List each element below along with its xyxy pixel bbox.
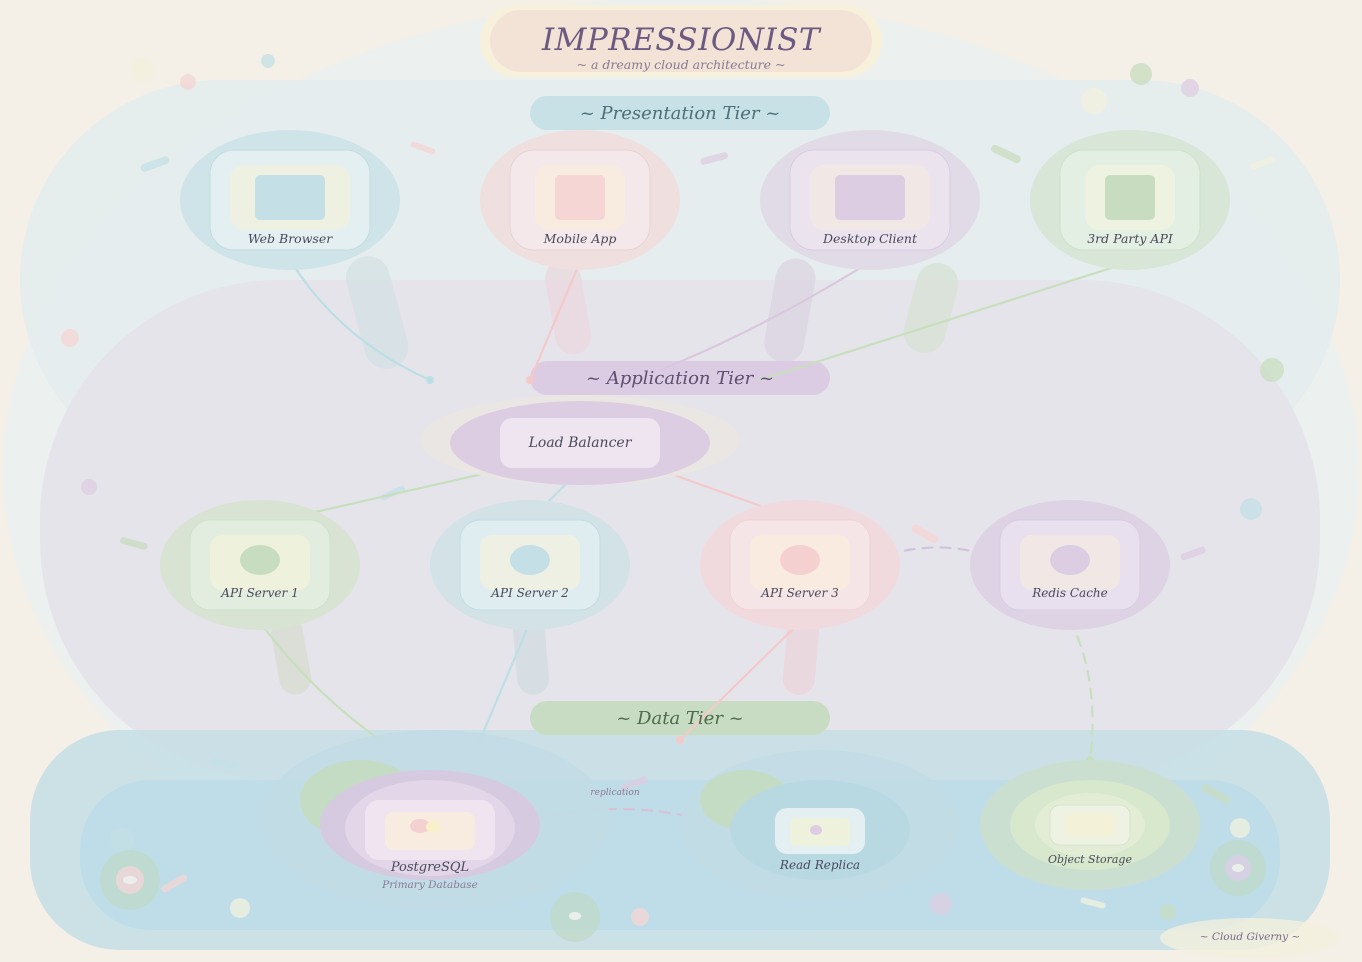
replica-icon: [810, 825, 822, 835]
server-icon: [510, 545, 550, 575]
server-icon: [240, 545, 280, 575]
desktop-client-label: Desktop Client: [823, 231, 917, 246]
node-api-server-1[interactable]: [160, 500, 360, 630]
desktop-icon: [835, 175, 905, 220]
connector-redis-storage: [1068, 618, 1094, 762]
cache-icon: [1050, 545, 1090, 575]
connector-api1-db: [258, 620, 382, 742]
monitor-icon: [255, 175, 325, 220]
connector-third-party-api: [758, 260, 1132, 382]
bucket-icon: [1065, 813, 1115, 837]
web-browser-label: Web Browser: [247, 231, 333, 246]
replication-label: replication: [590, 788, 640, 798]
data-tier-label: ~ Data Tier ~: [616, 708, 744, 729]
application-tier-label: ~ Application Tier ~: [585, 368, 775, 389]
connector-web-browser: [288, 258, 432, 382]
mobile-app-label: Mobile App: [543, 231, 617, 246]
node-postgresql[interactable]: [260, 730, 610, 910]
postgresql-sublabel: Primary Database: [382, 879, 478, 891]
title-banner: [480, 5, 882, 77]
node-object-storage[interactable]: [980, 760, 1200, 890]
api-server-2-label: API Server 2: [491, 586, 569, 600]
object-storage-label: Object Storage: [1047, 853, 1132, 866]
node-web-browser[interactable]: [180, 130, 400, 270]
presentation-tier-pill: [530, 96, 830, 130]
database-icon: [410, 819, 430, 833]
presentation-tier-label: ~ Presentation Tier ~: [579, 103, 781, 124]
diagram-subtitle: ~ a dreamy cloud architecture ~: [576, 57, 786, 72]
node-read-replica[interactable]: [680, 750, 960, 900]
load-balancer-label: Load Balancer: [528, 435, 632, 451]
application-tier-pill: [530, 361, 830, 395]
api-plug-icon: [1105, 175, 1155, 220]
api-server-3-label: API Server 3: [761, 586, 839, 600]
node-redis-cache[interactable]: [970, 500, 1170, 630]
connector-mobile-app: [528, 260, 582, 382]
diagram-title: IMPRESSIONIST: [541, 22, 821, 58]
third-party-api-label: 3rd Party API: [1087, 231, 1173, 246]
application-tier-band: [40, 280, 1320, 780]
phone-icon: [555, 175, 605, 220]
connector-api3-db: [678, 620, 802, 742]
signature: ~ Cloud Giverny ~: [1199, 931, 1301, 943]
read-replica-label: Read Replica: [779, 858, 861, 872]
node-load-balancer[interactable]: [420, 395, 740, 485]
node-mobile-app[interactable]: [480, 130, 680, 270]
redis-cache-label: Redis Cache: [1032, 586, 1108, 600]
data-tier-pill: [530, 701, 830, 735]
node-desktop-client[interactable]: [760, 130, 980, 270]
node-api-server-3[interactable]: [700, 500, 900, 630]
connector-desktop-client: [658, 260, 872, 372]
node-api-server-2[interactable]: [430, 500, 630, 630]
postgresql-label: PostgreSQL: [390, 860, 470, 875]
server-icon: [780, 545, 820, 575]
node-third-party-api[interactable]: [1030, 130, 1230, 270]
api-server-1-label: API Server 1: [221, 586, 299, 600]
connector-api2-db: [478, 620, 532, 742]
